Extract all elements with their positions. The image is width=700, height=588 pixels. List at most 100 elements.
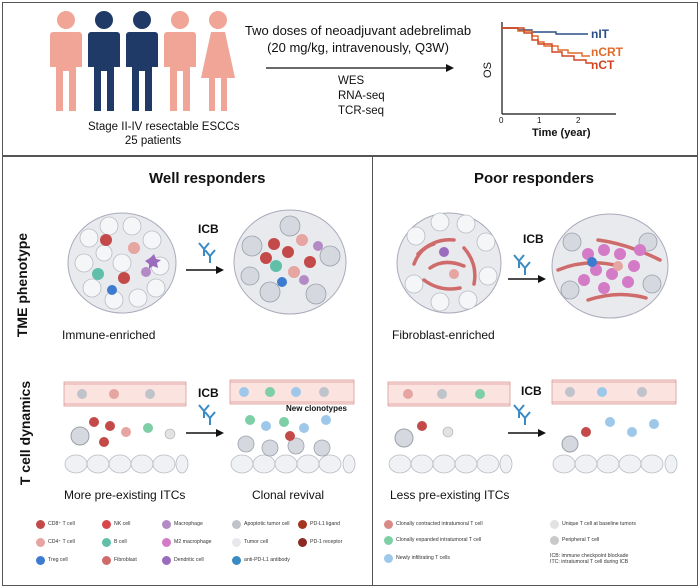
legend-left: CD8⁺ T cell NK cell Macrophage Apoptotic tu…	[36, 520, 356, 576]
icb-antibody-icon-right	[513, 254, 531, 275]
legend-label: PD-L1 ligand	[310, 521, 340, 527]
legend-label: Newly infiltrating T cells	[396, 555, 451, 561]
person-icon-5-female	[201, 11, 235, 111]
legend-swatch	[162, 538, 171, 547]
tme-well-before	[67, 212, 177, 314]
icb-left-top: ICB	[198, 222, 219, 236]
legend-label: ITC: intratumoral T cell during ICB	[550, 559, 629, 565]
legend-swatch	[384, 520, 393, 529]
tcell-poor-caption: Less pre-existing ITCs	[390, 488, 510, 502]
cohort-line-1: Stage II-IV resectable ESCCs	[88, 121, 240, 133]
tme-poor-after	[551, 213, 669, 319]
arrow-tme-right	[508, 275, 546, 283]
legend-label: Macrophage	[174, 521, 203, 527]
icb-right-bottom: ICB	[521, 384, 542, 398]
legend-label: CD4⁺ T cell	[48, 539, 75, 545]
legend-swatch	[550, 536, 559, 545]
legend-label: Clonally contracted intratumoral T cell	[396, 521, 483, 527]
tme-well-caption: Immune-enriched	[62, 328, 156, 342]
assay-list: WES RNA-seq TCR-seq	[338, 74, 385, 119]
tme-poor-caption: Fibroblast-enriched	[392, 328, 495, 342]
tme-poor-before	[396, 212, 502, 314]
tme-well-after	[233, 209, 347, 315]
legend-label: PD-1 receptor	[310, 539, 343, 545]
legend-swatch	[232, 538, 241, 547]
arrow-tcell-left	[186, 429, 224, 437]
person-icon-1	[50, 11, 82, 111]
km-tick-0: 0	[499, 116, 504, 125]
treatment-line-2: (20 mg/kg, intravenously, Q3W)	[267, 40, 449, 55]
treatment-arrow	[266, 64, 454, 72]
km-tick-1: 1	[537, 116, 542, 125]
km-plot	[501, 22, 616, 115]
panel-divider	[372, 156, 373, 586]
legend-label: B cell	[114, 539, 127, 545]
legend-swatch	[36, 520, 45, 529]
cohort-line-2: 25 patients	[124, 135, 182, 147]
legend-swatch	[298, 538, 307, 547]
person-icon-4	[164, 11, 196, 111]
legend-label: Apoptotic tumor cell	[244, 521, 290, 527]
legend-swatch	[162, 520, 171, 529]
legend-swatch	[102, 556, 111, 565]
legend-swatch	[102, 520, 111, 529]
km-label-nct: nCT	[591, 58, 615, 72]
bottom-panel	[2, 156, 698, 586]
legend-label: Clonally expanded intratumoral T cell	[396, 537, 482, 543]
legend-swatch	[102, 538, 111, 547]
row-label-tcell: T cell dynamics	[17, 380, 33, 486]
km-curve-nit	[502, 27, 588, 35]
well-responders-title: Well responders	[149, 170, 266, 187]
legend-swatch	[162, 556, 171, 565]
tcell-well-before	[63, 381, 189, 474]
tcell-well-caption-2: Clonal revival	[252, 488, 325, 502]
legend-label: Tumor cell	[244, 539, 269, 545]
new-clonotypes-label: New clonotypes	[286, 404, 347, 413]
km-ylabel: OS	[481, 62, 494, 78]
legend-swatch	[298, 520, 307, 529]
patient-icons	[50, 11, 235, 111]
legend-swatch	[384, 536, 393, 545]
top-panel	[2, 2, 698, 156]
assay-wes: WES	[338, 75, 365, 87]
km-xlabel: Time (year)	[532, 127, 591, 139]
arrow-tcell-right	[508, 429, 546, 437]
legend-swatch	[36, 556, 45, 565]
legend-swatch	[384, 554, 393, 563]
legend-swatch	[232, 520, 241, 529]
km-curve-nct	[502, 27, 592, 64]
treatment-line-1: Two doses of neoadjuvant adebrelimab	[244, 23, 472, 38]
legend-label: Dendritic cell	[174, 557, 204, 563]
legend-label: M2 macrophage	[174, 539, 212, 545]
legend-label: Treg cell	[48, 557, 68, 563]
assay-tcrseq: TCR-seq	[338, 105, 385, 117]
icb-antibody-icon-lower	[198, 404, 216, 425]
km-tick-2: 2	[576, 116, 581, 125]
legend-label: CD8⁺ T cell	[48, 521, 75, 527]
tcell-poor-after	[551, 379, 678, 474]
legend-label: Fibroblast	[114, 557, 137, 563]
assay-rnaseq: RNA-seq	[338, 90, 385, 102]
tcell-well-caption-1: More pre-existing ITCs	[64, 488, 186, 502]
arrow-tme-left	[186, 266, 224, 274]
legend-label: NK cell	[114, 521, 131, 527]
person-icon-2	[88, 11, 120, 111]
km-label-nit: nIT	[591, 27, 609, 41]
legend-label: anti-PD-L1 antibody	[244, 557, 290, 563]
icb-right-top: ICB	[523, 232, 544, 246]
cohort-label: Stage II-IV resectable ESCCs 25 patients	[88, 120, 240, 148]
poor-responders-title: Poor responders	[474, 170, 595, 187]
icb-antibody-icon-right-lower	[513, 404, 531, 425]
row-label-tme: TME phenotype	[14, 232, 30, 338]
legend-label: Peripheral T cell	[562, 537, 600, 543]
tcell-well-after	[229, 379, 356, 474]
icb-antibody-icon	[198, 242, 216, 263]
icb-left-bottom: ICB	[198, 386, 219, 400]
tcell-poor-before	[387, 381, 513, 474]
legend-label: Unique T cell at baseline tumors	[562, 521, 636, 527]
legend-swatch	[232, 556, 241, 565]
km-label-ncrt: nCRT	[591, 45, 623, 59]
person-icon-3	[126, 11, 158, 111]
